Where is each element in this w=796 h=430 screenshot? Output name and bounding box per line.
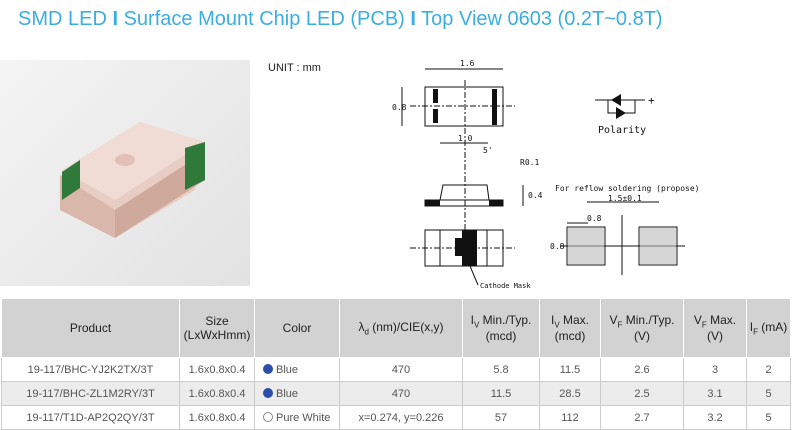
dim-angle: 5' [483,146,493,155]
header-text: (mA) [757,319,788,334]
dimension-drawing: 1.6 0.8 1.0 5' R0.1 0.4 Polarity + For r… [392,59,700,290]
col-size: Size(LxWxHmm) [179,298,255,358]
cell-product: 19-117/BHC-ZL1M2RY/3T [1,381,180,406]
polarity-label: Polarity [598,125,646,136]
cell-lambda: x=0.274, y=0.226 [339,405,463,430]
color-name: Blue [276,363,299,376]
title-part: SMD LED [18,8,107,30]
header-sub: V [554,320,560,330]
header-text: I [749,319,754,334]
cell-color: Blue [254,381,340,406]
dim-length: 1.6 [460,59,475,68]
header-text: Size [205,314,229,328]
color-dot-icon [263,363,273,374]
color-name: Blue [276,387,299,400]
cell-size: 1.6x0.8x0.4 [179,381,255,406]
header-text: (mcd) [554,329,586,344]
col-color: Color [254,298,340,358]
cell-product: 19-117/T1D-AP2Q2QY/3T [1,405,180,430]
col-vf-max: VF Max. (V) [683,298,747,358]
col-product: Product [1,298,180,358]
header-sub: F [753,327,758,337]
header-text: λ [358,319,365,334]
header-text: (nm)/CIE(x,y) [368,319,444,334]
title-separator: I [112,8,119,30]
cell-lambda: 470 [339,357,463,382]
title-part: Top View 0603 (0.2T~0.8T) [421,8,663,30]
color-dot-icon [263,411,273,422]
col-iv-max: IV Max. (mcd) [539,298,601,358]
page-title: SMD LED I Surface Mount Chip LED (PCB) I… [18,8,663,31]
unit-label: UNIT : mm [268,62,321,74]
cell-vf-max: 3 [683,357,747,382]
header-text: (mcd) [485,329,517,344]
header-sub: F [701,320,707,330]
cell-iv-max: 112 [539,405,601,430]
col-iv-min: IV Min./Typ. (mcd) [462,298,540,358]
cell-iv-max: 11.5 [539,357,601,382]
cell-if: 5 [746,405,791,430]
dim-pitch: 1.5±0.1 [608,194,642,203]
polarity-plus: + [648,94,655,107]
title-separator: I [410,8,416,30]
cell-iv-min: 5.8 [462,357,540,382]
header-sub: V [473,320,480,330]
cell-vf-min: 2.7 [600,405,684,430]
cell-iv-min: 11.5 [462,381,540,406]
col-if: IF (mA) [746,298,791,358]
header-text: I [550,312,555,327]
header-text: Max. [559,312,590,327]
dim-pad-height: 0.8 [550,242,565,251]
dim-width: 0.8 [392,103,407,112]
cell-if: 5 [746,381,791,406]
dim-pad: 1.0 [458,134,473,143]
cell-vf-min: 2.6 [600,357,684,382]
header-text: (V) [634,329,650,344]
col-vf-min: VF Min./Typ. (V) [600,298,684,358]
dim-radius: R0.1 [520,158,539,167]
table-header-row: Product Size(LxWxHmm) Color λd (nm)/CIE(… [1,298,791,358]
cathode-label: Cathode Mask [480,282,531,290]
cell-size: 1.6x0.8x0.4 [179,357,255,382]
cell-iv-max: 28.5 [539,381,601,406]
header-text: V [609,312,618,327]
cell-color: Blue [254,357,340,382]
cell-color: Pure White [254,405,340,430]
title-part: Surface Mount Chip LED (PCB) [123,8,405,30]
cell-lambda: 470 [339,381,463,406]
header-text: (V) [707,329,723,344]
cell-vf-min: 2.5 [600,381,684,406]
color-dot-icon [263,387,273,398]
header-text: (LxWxHmm) [183,328,251,342]
header-text: Min./Typ. [479,312,532,327]
header-text: Max. [706,312,737,327]
cell-size: 1.6x0.8x0.4 [179,405,255,430]
color-name: Pure White [276,411,331,424]
cell-vf-max: 3.2 [683,405,747,430]
spec-table: Product Size(LxWxHmm) Color λd (nm)/CIE(… [1,298,791,430]
header-text: V [693,312,702,327]
reflow-label: For reflow soldering (propose) [555,184,700,193]
dim-pad-width: 0.8 [587,214,602,223]
product-photo [0,60,250,286]
cell-if: 2 [746,357,791,382]
dim-height: 0.4 [528,191,543,200]
cell-vf-max: 3.1 [683,381,747,406]
header-text: I [470,312,474,327]
header-text: Min./Typ. [622,312,675,327]
header-sub: d [364,327,369,337]
cell-product: 19-117/BHC-YJ2K2TX/3T [1,357,180,382]
cell-iv-min: 57 [462,405,540,430]
col-wavelength: λd (nm)/CIE(x,y) [339,298,463,358]
header-sub: F [617,320,623,330]
